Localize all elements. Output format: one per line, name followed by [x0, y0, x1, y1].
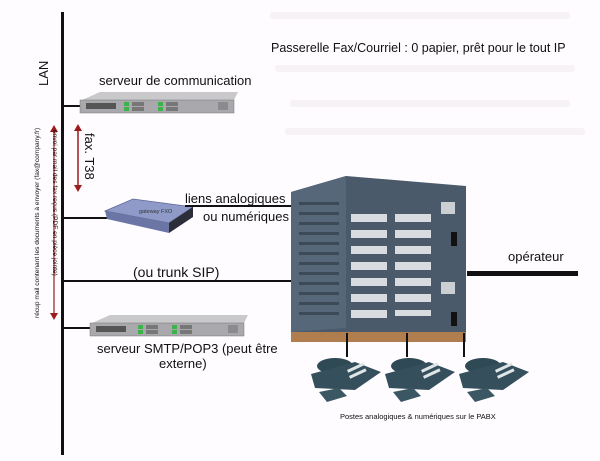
analog-link-line: [185, 205, 292, 207]
desk-phone-icon: [385, 358, 455, 402]
smtp-server-label-1: serveur SMTP/POP3 (peut être: [97, 341, 278, 356]
trunk-sip-label: (ou trunk SIP): [133, 264, 220, 280]
mail-receive-label-wrap: récup mail contenant les documents à env…: [34, 118, 44, 318]
fxo-gateway-icon: gateway FXO: [103, 198, 195, 233]
fax-t38-arrow: [74, 124, 82, 192]
comm-server-link: [62, 105, 82, 107]
phone-drop-line: [463, 333, 465, 357]
operator-line: [467, 271, 578, 276]
trunk-sip-line: [62, 280, 294, 282]
phone-drop-line: [346, 333, 348, 357]
diagram-title: Passerelle Fax/Courriel : 0 papier, prêt…: [271, 41, 566, 55]
analog-link-label-2: ou numériques: [203, 209, 289, 224]
ghost-text-line: [285, 128, 585, 135]
mail-receive-label: récup mail contenant les documents à env…: [34, 127, 41, 318]
comm-server-label: serveur de communication: [99, 73, 252, 88]
smtp-server-label-2: externe): [159, 356, 207, 371]
phones-caption: Postes analogiques & numériques sur le P…: [340, 412, 496, 421]
ghost-text-line: [270, 12, 570, 19]
desk-phone-icon: [459, 358, 529, 402]
desk-phone-icon: [311, 358, 381, 402]
gateway-link: [62, 217, 112, 219]
mail-send-fax-label: envoi par mail des fax reçus (PDF en piè…: [51, 130, 58, 276]
rack-server-icon: [79, 92, 238, 114]
mail-flow-arrow: [50, 125, 58, 320]
analog-link-label-1: liens analogiques: [185, 191, 286, 206]
lan-label-text: LAN: [36, 60, 51, 86]
ghost-text-line: [290, 100, 570, 107]
rack-server-icon: [89, 315, 248, 337]
ghost-text-line: [275, 65, 575, 72]
lan-bus-line: [61, 12, 64, 455]
phone-drop-line: [406, 333, 408, 357]
gateway-label: gateway FXO: [139, 209, 173, 215]
pabx-chassis-icon: [291, 176, 466, 342]
fax-t38-label: fax. T38: [82, 133, 97, 180]
smtp-server-link: [62, 327, 90, 329]
operator-label: opérateur: [508, 249, 564, 264]
lan-label: LAN: [36, 60, 56, 90]
